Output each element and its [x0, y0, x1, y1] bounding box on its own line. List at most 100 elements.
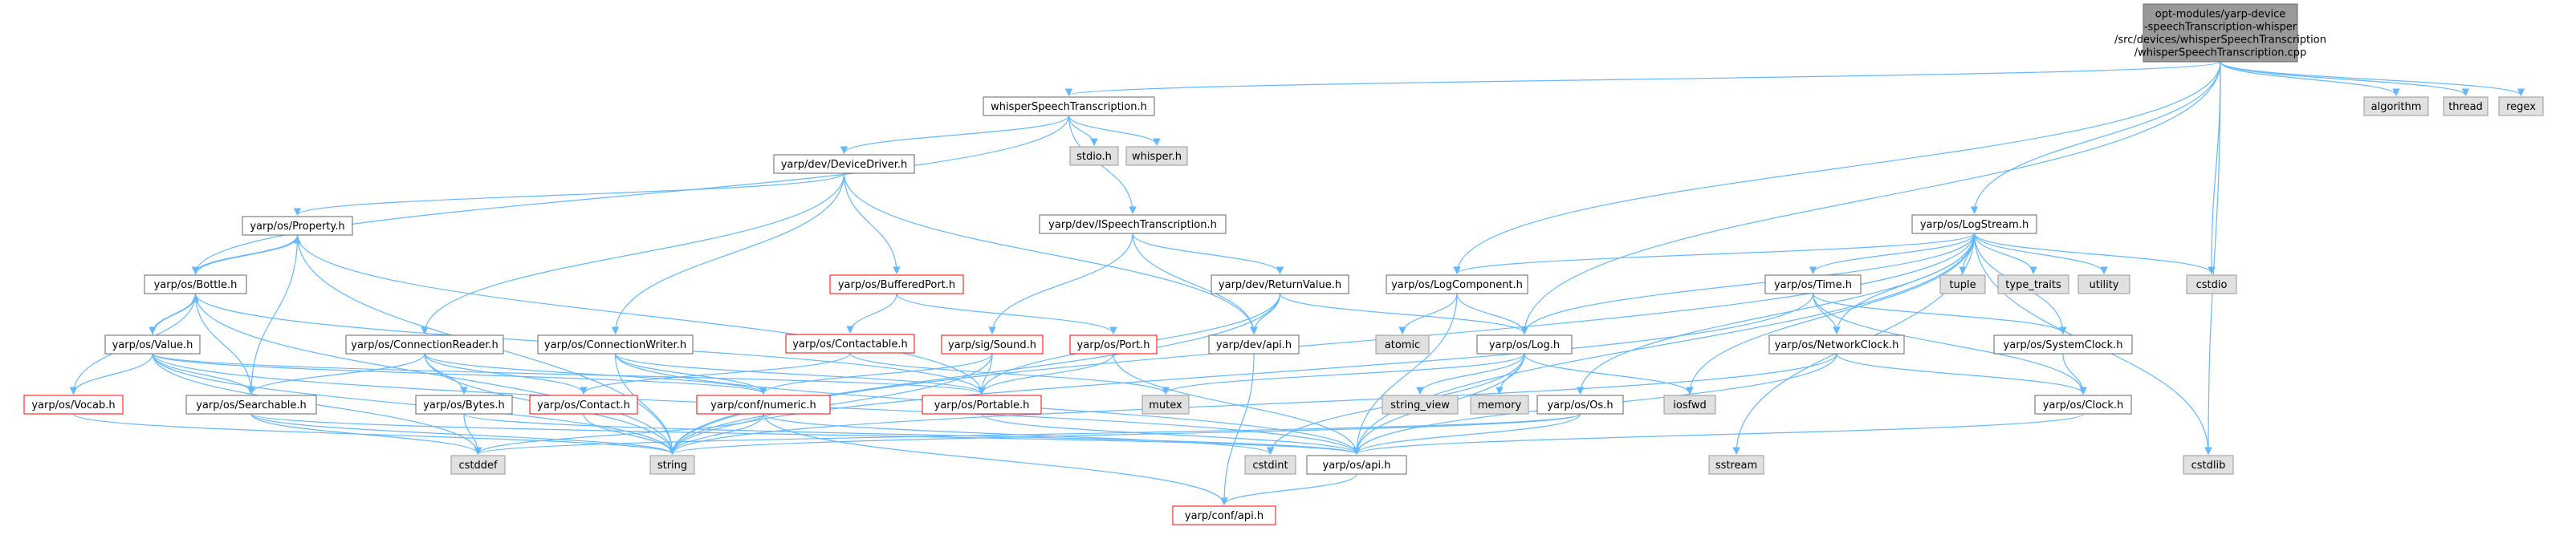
edge-Os_h-to-string: [669, 413, 1581, 455]
edge-root-to-algorithm: [2220, 61, 2400, 96]
edge-Log_h-to-mutex: [1162, 353, 1525, 395]
edge-LogStream_h-to-LogComponent_h: [1453, 233, 1976, 274]
node-label-Clock_h-0: yarp/os/Clock.h: [2043, 399, 2123, 411]
node-box-atomic: [1375, 334, 1430, 355]
node-Os_h[interactable]: yarp/os/Os.h: [1536, 395, 1624, 415]
node-LogComponent_h[interactable]: yarp/os/LogComponent.h: [1386, 274, 1528, 294]
node-label-dev_api_h-0: yarp/dev/api.h: [1216, 339, 1292, 351]
node-Port_h[interactable]: yarp/os/Port.h: [1069, 334, 1158, 355]
node-LogStream_h[interactable]: yarp/os/LogStream.h: [1911, 214, 2037, 234]
edge-DeviceDriver_h-to-ConnectionReader_h: [421, 172, 845, 334]
node-box-type_traits: [1997, 274, 2069, 294]
node-DeviceDriver_h[interactable]: yarp/dev/DeviceDriver.h: [773, 154, 915, 174]
edge-ConnectionReader_h-to-numeric_h: [424, 353, 767, 395]
node-ISpeechTranscription_h[interactable]: yarp/dev/ISpeechTranscription.h: [1039, 214, 1227, 234]
node-box-Contact_h: [529, 395, 638, 415]
edge-DeviceDriver_h-to-Property_h: [293, 172, 845, 216]
node-SystemClock_h[interactable]: yarp/os/SystemClock.h: [1993, 334, 2133, 355]
node-box-whisperSpeechTranscription_h: [983, 96, 1155, 116]
node-Portable_h[interactable]: yarp/os/Portable.h: [922, 395, 1042, 415]
node-whisper_h: whisper.h: [1125, 146, 1188, 166]
node-NetworkClock_h[interactable]: yarp/os/NetworkClock.h: [1768, 334, 1905, 355]
node-label-Searchable_h-0: yarp/os/Searchable.h: [196, 399, 307, 411]
node-os_api_h[interactable]: yarp/os/api.h: [1306, 455, 1407, 475]
node-Clock_h[interactable]: yarp/os/Clock.h: [2034, 395, 2132, 415]
node-label-root-0: opt-modules/yarp-device: [2155, 8, 2286, 20]
node-box-regex: [2498, 96, 2544, 116]
node-label-atomic-0: atomic: [1385, 339, 1420, 351]
node-Time_h[interactable]: yarp/os/Time.h: [1764, 274, 1862, 294]
node-box-SystemClock_h: [1993, 334, 2133, 355]
edge-Time_h-to-Clock_h: [1812, 293, 2087, 395]
edge-Clock_h-to-os_api_h: [1353, 413, 2084, 455]
edge-BufferedPort_h-to-Port_h: [896, 293, 1117, 334]
node-ReturnValue_h[interactable]: yarp/dev/ReturnValue.h: [1211, 274, 1349, 294]
node-mutex: mutex: [1141, 395, 1190, 415]
node-ConnectionWriter_h[interactable]: yarp/os/ConnectionWriter.h: [537, 334, 694, 355]
node-Vocab_h[interactable]: yarp/os/Vocab.h: [23, 395, 124, 415]
node-string_view: string_view: [1382, 395, 1459, 415]
node-box-mutex: [1141, 395, 1190, 415]
node-label-utility-0: utility: [2090, 279, 2119, 291]
edge-whisperSpeechTranscription_h-to-Bottle_h: [191, 115, 1070, 274]
node-whisperSpeechTranscription_h[interactable]: whisperSpeechTranscription.h: [983, 96, 1155, 116]
node-box-utility: [2077, 274, 2130, 294]
edge-Bytes_h-to-os_api_h: [463, 413, 1361, 455]
edge-Property_h-to-Searchable_h: [247, 234, 299, 395]
node-Contactable_h[interactable]: yarp/os/Contactable.h: [785, 334, 915, 354]
edge-ISpeechTranscription_h-to-ReturnValue_h: [1132, 233, 1284, 274]
node-Bytes_h[interactable]: yarp/os/Bytes.h: [415, 395, 513, 415]
node-label-Port_h-0: yarp/os/Port.h: [1077, 339, 1150, 351]
node-label-ConnectionWriter_h-0: yarp/os/ConnectionWriter.h: [544, 339, 686, 351]
edge-ReturnValue_h-to-Log_h: [1279, 293, 1528, 334]
node-label-ConnectionReader_h-0: yarp/os/ConnectionReader.h: [351, 339, 499, 351]
edge-LogComponent_h-to-os_api_h: [1353, 293, 1458, 455]
node-label-Time_h-0: yarp/os/Time.h: [1774, 279, 1852, 291]
node-numeric_h[interactable]: yarp/conf/numeric.h: [696, 395, 831, 415]
edge-SystemClock_h-to-Clock_h: [2062, 353, 2087, 395]
node-Contact_h[interactable]: yarp/os/Contact.h: [529, 395, 638, 415]
node-box-whisper_h: [1125, 146, 1188, 166]
node-label-Bottle_h-0: yarp/os/Bottle.h: [154, 279, 238, 291]
node-Value_h[interactable]: yarp/os/Value.h: [104, 334, 201, 355]
node-label-numeric_h-0: yarp/conf/numeric.h: [710, 399, 816, 411]
node-box-Bytes_h: [415, 395, 513, 415]
edge-os_api_h-to-conf_api_h: [1220, 473, 1357, 505]
node-label-os_api_h-0: yarp/os/api.h: [1323, 460, 1391, 472]
node-box-Port_h: [1069, 334, 1158, 355]
node-Searchable_h[interactable]: yarp/os/Searchable.h: [185, 395, 317, 415]
node-dev_api_h[interactable]: yarp/dev/api.h: [1208, 334, 1300, 355]
node-stdio_h: stdio.h: [1069, 146, 1119, 166]
node-memory: memory: [1470, 395, 1529, 415]
node-label-cstdio-0: cstdio: [2196, 279, 2228, 291]
node-Bottle_h[interactable]: yarp/os/Bottle.h: [144, 274, 247, 294]
node-ConnectionReader_h[interactable]: yarp/os/ConnectionReader.h: [345, 334, 504, 355]
node-box-ConnectionReader_h: [345, 334, 504, 355]
node-box-numeric_h: [696, 395, 831, 415]
node-Log_h[interactable]: yarp/os/Log.h: [1476, 334, 1573, 355]
edge-DeviceDriver_h-to-ConnectionWriter_h: [611, 172, 845, 334]
node-Property_h[interactable]: yarp/os/Property.h: [242, 216, 353, 236]
node-thread: thread: [2443, 96, 2489, 116]
node-box-BufferedPort_h: [829, 274, 964, 294]
node-box-algorithm: [2363, 96, 2429, 116]
edge-LogStream_h-to-NetworkClock_h: [1833, 233, 1976, 334]
edge-DeviceDriver_h-to-BufferedPort_h: [843, 172, 901, 274]
node-conf_api_h[interactable]: yarp/conf/api.h: [1172, 505, 1276, 525]
node-label-root-3: /whisperSpeechTranscription.cpp: [2134, 47, 2307, 59]
node-box-Sound_h: [941, 334, 1044, 355]
node-label-Value_h-0: yarp/os/Value.h: [112, 339, 193, 351]
edge-Time_h-to-string: [668, 293, 1814, 455]
node-BufferedPort_h[interactable]: yarp/os/BufferedPort.h: [829, 274, 964, 294]
node-box-Os_h: [1536, 395, 1624, 415]
node-box-Value_h: [104, 334, 201, 355]
node-root[interactable]: opt-modules/yarp-device-speechTranscript…: [2114, 3, 2326, 63]
node-box-Bottle_h: [144, 274, 247, 294]
edge-Port_h-to-Portable_h: [978, 353, 1114, 395]
edge-Bottle_h-to-Searchable_h: [194, 293, 255, 395]
edge-Value_h-to-string: [152, 353, 677, 455]
edge-root-to-regex: [2220, 61, 2525, 96]
edge-numeric_h-to-conf_api_h: [763, 413, 1228, 505]
node-Sound_h[interactable]: yarp/sig/Sound.h: [941, 334, 1044, 355]
edge-ConnectionReader_h-to-Contact_h: [424, 353, 588, 395]
